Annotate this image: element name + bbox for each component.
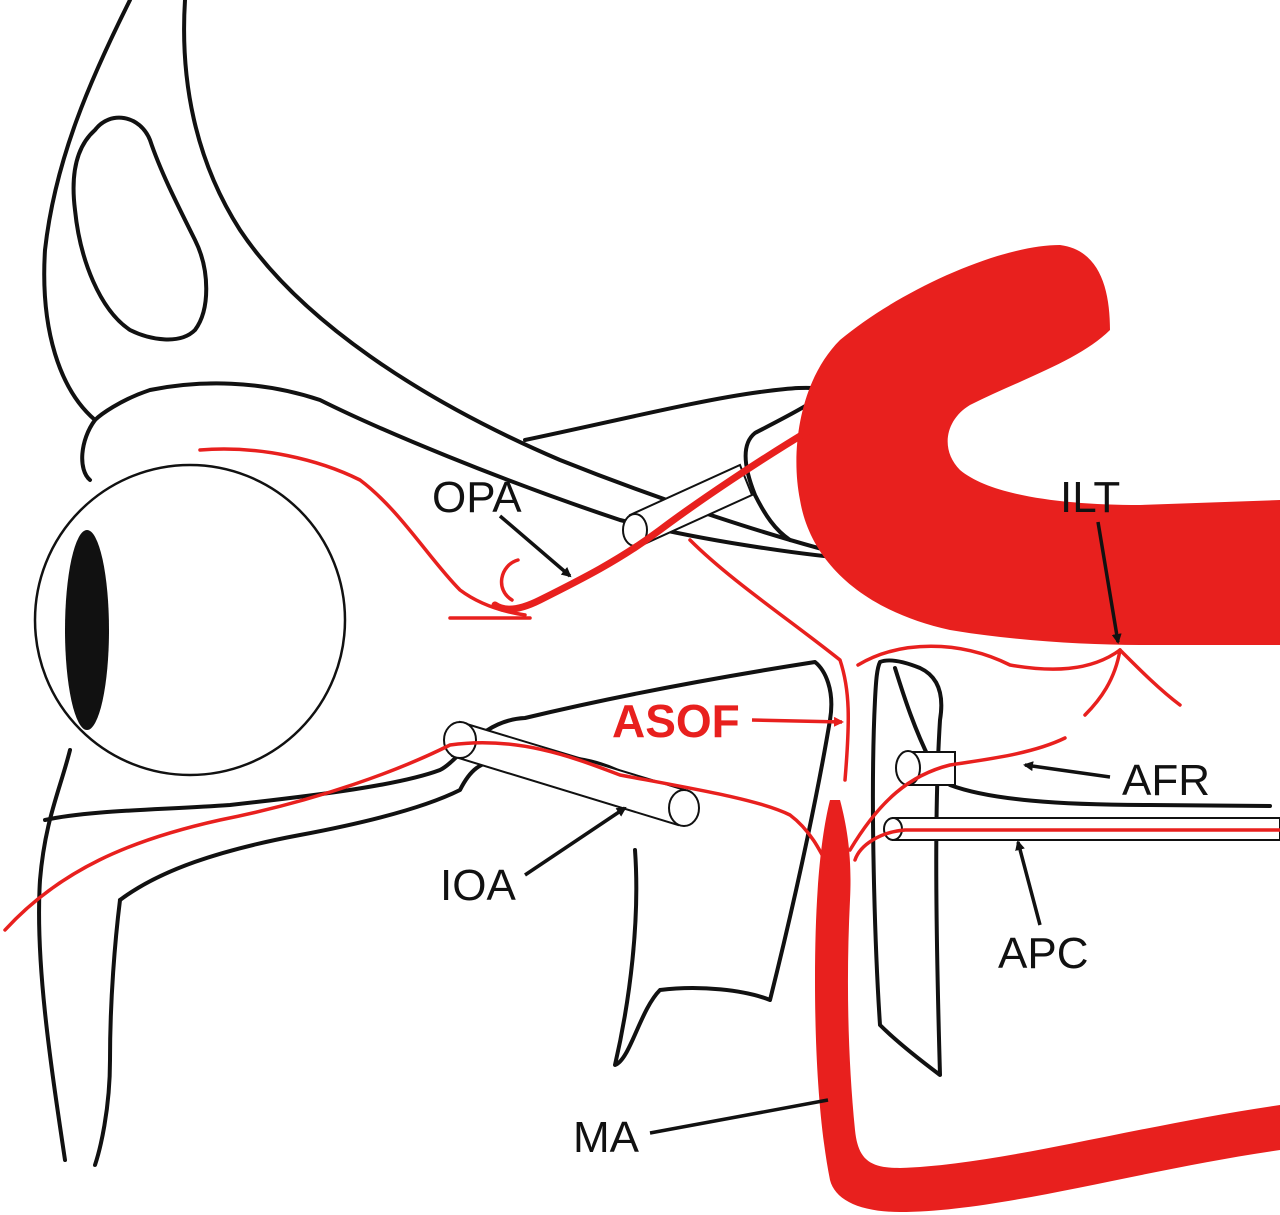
label-ilt-arrow [1096, 521, 1122, 644]
asof-artery [856, 644, 1122, 671]
label-ilt: ILT [1060, 473, 1122, 644]
frontal-sinus-outline [71, 115, 209, 342]
ophthalmic-artery [491, 426, 814, 613]
label-ioa-arrow [524, 806, 627, 877]
label-afr-text: AFR [1122, 756, 1210, 805]
apc-artery [853, 828, 1280, 862]
afr-artery [848, 736, 1067, 852]
pterygoid-plate-outline [870, 658, 944, 1077]
label-asof-arrow [751, 716, 844, 727]
label-ma: MA [573, 1098, 829, 1162]
label-ilt-text: ILT [1060, 473, 1120, 522]
label-asof-text: ASOF [612, 695, 740, 747]
label-opa: OPA [432, 473, 572, 578]
ilt-branch-down [1083, 648, 1122, 717]
ophthalmic-branch-upper [198, 447, 527, 617]
ilt-branch [1118, 648, 1182, 707]
recurrent-branch [688, 538, 851, 782]
label-ioa: IOA [440, 806, 627, 910]
pterygoid-inner-line [893, 666, 932, 762]
pupil-lens [65, 530, 109, 730]
label-afr: AFR [1023, 756, 1210, 805]
foramen-rotundum-line [948, 783, 1272, 808]
infraorbital-canal [443, 720, 700, 827]
ophthalmic-loop [499, 558, 520, 602]
label-opa-arrow [498, 514, 572, 578]
maxillary-artery [815, 800, 1280, 1212]
label-apc-text: APC [998, 929, 1088, 978]
label-ioa-text: IOA [440, 861, 516, 910]
label-afr-arrow [1023, 761, 1111, 779]
label-asof: ASOF [612, 695, 844, 747]
label-opa-text: OPA [432, 473, 522, 522]
label-ma-text: MA [573, 1113, 640, 1162]
infraorbital-artery [3, 740, 832, 932]
eye-globe [33, 463, 347, 777]
label-apc-arrow [1015, 840, 1042, 926]
internal-carotid-artery [796, 245, 1280, 645]
foramen-rotundum-canal [895, 750, 956, 786]
label-apc: APC [998, 840, 1088, 978]
label-ma-leader [649, 1098, 829, 1135]
